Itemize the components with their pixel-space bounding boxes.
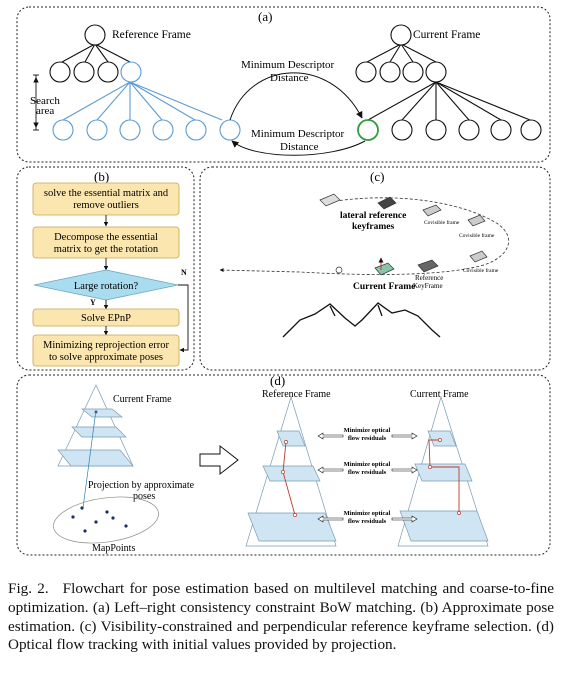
panel-b-label: (b) [94,169,109,184]
projection-text-1: Projection by approximate [88,480,195,491]
reference-keyframe-text-2: KeyFrame [413,282,443,290]
flow-step-decompose-text-1: Decompose the essential [54,232,158,243]
flow-step-reprojection [32,334,180,367]
panel-c: (c) lateral reference keyframes Covisibl… [199,166,551,371]
current-frame-c-label: Current Frame [353,282,415,292]
caption-text: Flowchart for pose estimation based on m… [8,580,554,654]
flow-step-essential-text-2: remove outliers [73,200,139,211]
covisible-frame-3: Covisible frame [463,267,499,274]
current-pyramid [397,395,489,547]
reference-tree [49,24,241,141]
mappoints [71,506,128,533]
bottom-arrow-text-1: Minimum Descriptor [251,128,345,140]
flow-double-arrows [317,432,418,523]
current-frame-d-left: Current Frame [113,394,172,405]
flow-decision-text: Large rotation? [74,281,139,292]
lateral-keyframes-text-1: lateral reference [340,211,406,221]
flowchart: solve the essential matrix and remove ou… [32,182,189,367]
lateral-keyframes-text-2: keyframes [352,222,395,232]
panel-c-label: (c) [370,169,384,184]
min-flow-2b: flow residuals [348,469,387,476]
mappoints-label: MapPoints [92,543,135,554]
search-area-label-1: Search [30,95,60,107]
bottom-arrow-text-2: Distance [280,141,319,153]
reference-pyramid [245,395,337,547]
flow-step-reprojection-text-2: to solve approximate poses [49,352,163,363]
bottom-matching-arrow [231,140,366,156]
min-flow-1a: Minimize optical [344,427,391,434]
flow-step-decompose-text-2: matrix to get the rotation [54,244,159,255]
top-arrow-text-1: Minimum Descriptor [241,59,335,71]
figure: (a) [16,6,551,556]
camera-trajectory [219,197,510,275]
panel-d: (d) Current Frame Projection by approxim… [16,373,551,556]
flow-step-epnp-text: Solve EPnP [81,313,131,324]
current-tree [355,24,542,141]
flow-step-essential-text-1: solve the essential matrix and [44,188,169,199]
left-pyramid [57,384,134,509]
projection-text-2: poses [133,491,155,502]
mappoints-ellipse [53,496,159,544]
panel-a-label: (a) [258,9,272,24]
keyframe-glyphs [319,193,488,276]
min-flow-3b: flow residuals [348,518,387,525]
mountains-sketch [282,302,441,338]
caption-label: Fig. 2. [8,580,49,597]
reference-keyframe-text-1: Reference [415,274,443,282]
search-area-label-2: area [36,105,54,117]
figure-caption: Fig. 2.Flowchart for pose estimation bas… [8,580,554,655]
panel-b: (b) solve the essential matrix and remov… [16,166,195,371]
current-frame-d-right: Current Frame [410,389,469,400]
current-frame-label: Current Frame [413,29,480,41]
top-matching-arrow [229,72,363,121]
transition-arrow [199,444,239,476]
covisible-frame-1: Covisible frame [424,219,460,226]
flow-step-reprojection-text-1: Minimizing reprojection error [43,340,169,351]
reference-frame-d-label: Reference Frame [262,389,331,400]
min-flow-3a: Minimize optical [344,510,391,517]
min-flow-1b: flow residuals [348,435,387,442]
reference-frame-label: Reference Frame [112,29,191,41]
min-flow-2a: Minimize optical [344,461,391,468]
covisible-frame-2: Covisible frame [459,232,495,239]
search-area-bracket [33,74,39,131]
flow-no-label: N [181,268,187,277]
panel-d-label: (d) [270,373,285,388]
flow-yes-label: Y [90,298,96,307]
flow-no-branch [178,284,189,353]
top-arrow-text-2: Distance [270,72,309,84]
panel-a: (a) [16,6,551,163]
